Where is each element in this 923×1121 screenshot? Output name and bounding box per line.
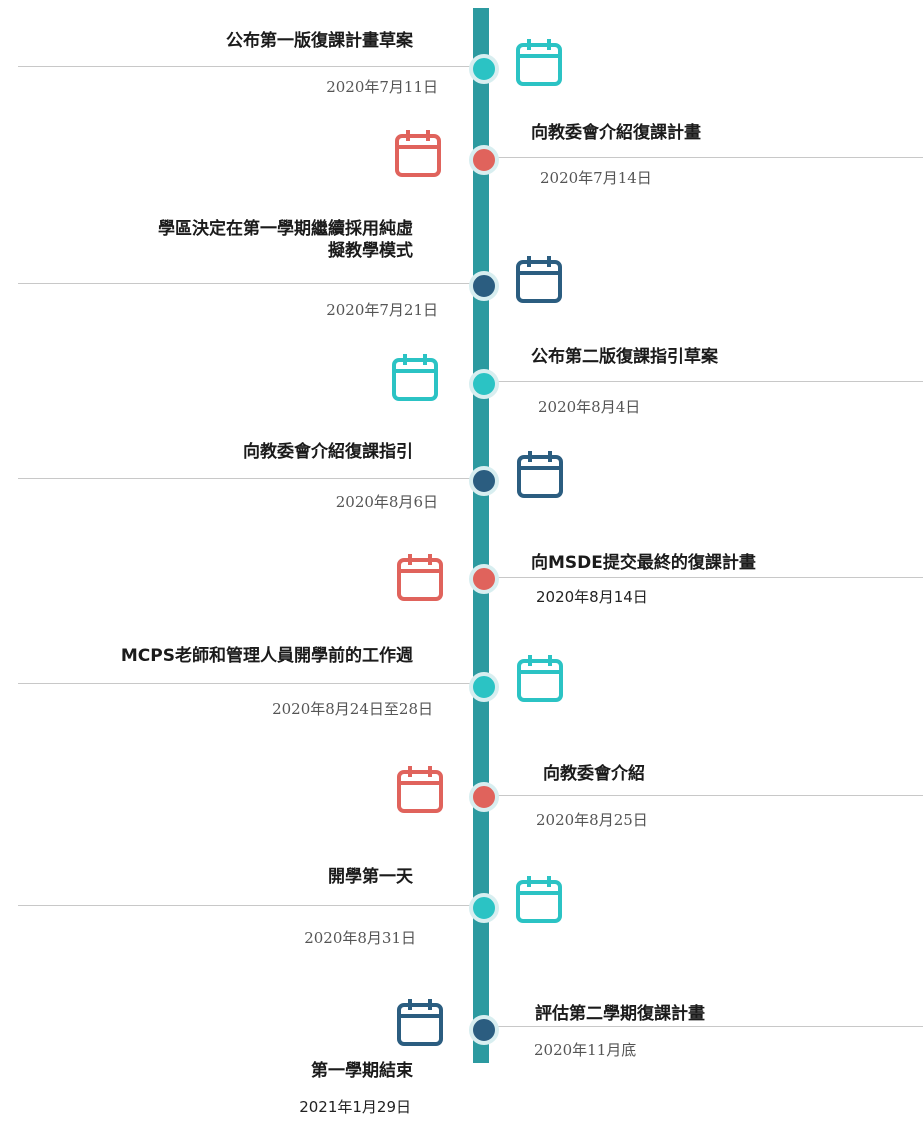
calendar-icon bbox=[397, 766, 443, 813]
event-date: 2020年7月14日 bbox=[540, 169, 652, 187]
calendar-icon bbox=[517, 655, 563, 702]
event-title: 學區決定在第一學期繼續採用純虛 擬教學模式 bbox=[158, 218, 413, 262]
timeline-rule bbox=[18, 283, 480, 284]
event-date: 2020年8月25日 bbox=[536, 811, 648, 829]
timeline-node bbox=[469, 369, 499, 399]
timeline-node bbox=[469, 782, 499, 812]
calendar-icon bbox=[395, 130, 441, 177]
calendar-icon bbox=[516, 256, 562, 303]
calendar-icon bbox=[397, 554, 443, 601]
event-title: 公布第二版復課指引草案 bbox=[531, 347, 718, 367]
event-title-line: 擬教學模式 bbox=[328, 241, 413, 261]
event-title: 向教委會介紹復課指引 bbox=[243, 442, 413, 462]
event-date: 2020年8月6日 bbox=[335, 493, 438, 511]
timeline-rule bbox=[481, 1026, 923, 1027]
event-title: 第一學期結束 bbox=[311, 1061, 413, 1081]
event-date: 2020年8月31日 bbox=[304, 929, 416, 947]
timeline-node bbox=[469, 1015, 499, 1045]
calendar-icon bbox=[397, 999, 443, 1046]
event-title: 開學第一天 bbox=[328, 867, 413, 887]
timeline-rule bbox=[481, 157, 923, 158]
timeline-rule bbox=[18, 683, 480, 684]
timeline-node bbox=[469, 564, 499, 594]
event-date: 2020年11月底 bbox=[534, 1041, 637, 1059]
event-date: 2020年7月11日 bbox=[326, 78, 438, 96]
timeline-node bbox=[469, 54, 499, 84]
event-date: 2020年8月4日 bbox=[538, 398, 641, 416]
timeline-node bbox=[469, 145, 499, 175]
event-title-line: 學區決定在第一學期繼續採用純虛 bbox=[158, 219, 413, 239]
event-title: 公布第一版復課計畫草案 bbox=[226, 31, 413, 51]
calendar-icon bbox=[516, 39, 562, 86]
calendar-icon bbox=[516, 876, 562, 923]
event-title: 向教委會介紹復課計畫 bbox=[531, 123, 701, 143]
timeline-node bbox=[469, 271, 499, 301]
timeline-rule bbox=[18, 478, 480, 479]
event-date: 2020年8月14日 bbox=[536, 588, 648, 606]
timeline-rule bbox=[18, 66, 480, 67]
timeline-rule bbox=[481, 577, 923, 578]
event-title: MCPS老師和管理人員開學前的工作週 bbox=[120, 646, 413, 666]
event-date: 2020年7月21日 bbox=[326, 301, 438, 319]
timeline-rule bbox=[481, 381, 923, 382]
event-date: 2020年8月24日至28日 bbox=[272, 700, 433, 718]
calendar-icon bbox=[517, 451, 563, 498]
timeline-rule bbox=[481, 795, 923, 796]
event-date: 2021年1月29日 bbox=[299, 1098, 411, 1116]
timeline-node bbox=[469, 893, 499, 923]
event-title: 評估第二學期復課計畫 bbox=[535, 1004, 705, 1024]
timeline-rule bbox=[18, 905, 480, 906]
event-title: 向教委會介紹 bbox=[543, 764, 645, 784]
calendar-icon bbox=[392, 354, 438, 401]
timeline-node bbox=[469, 672, 499, 702]
event-title: 向MSDE提交最終的復課計畫 bbox=[531, 553, 756, 573]
timeline-node bbox=[469, 466, 499, 496]
